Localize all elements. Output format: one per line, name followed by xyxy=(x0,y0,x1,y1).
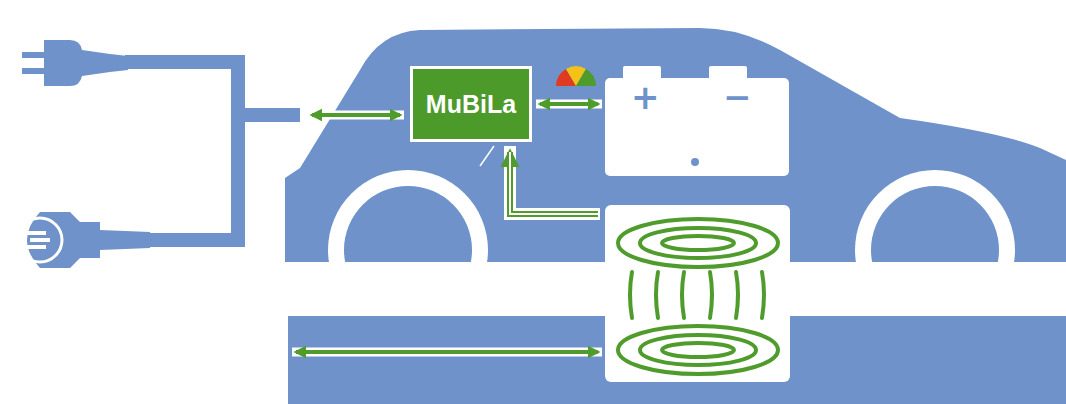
power-plug xyxy=(22,40,128,86)
cable xyxy=(125,62,300,115)
coil xyxy=(618,219,778,374)
ev-plug xyxy=(18,212,150,268)
cable xyxy=(150,115,238,240)
induction-coil-box xyxy=(605,205,790,382)
battery: +− xyxy=(605,64,789,176)
power-arrows xyxy=(292,115,602,352)
charge-gauge xyxy=(556,66,596,86)
battery-terminal-sign: + xyxy=(631,80,660,114)
battery-terminal-sign: − xyxy=(723,80,752,114)
leader-line xyxy=(480,146,494,166)
controller-label: MuBiLa xyxy=(426,90,516,119)
power-connector xyxy=(536,104,602,105)
controller-box: MuBiLa xyxy=(410,66,532,142)
field-lines xyxy=(630,272,764,318)
